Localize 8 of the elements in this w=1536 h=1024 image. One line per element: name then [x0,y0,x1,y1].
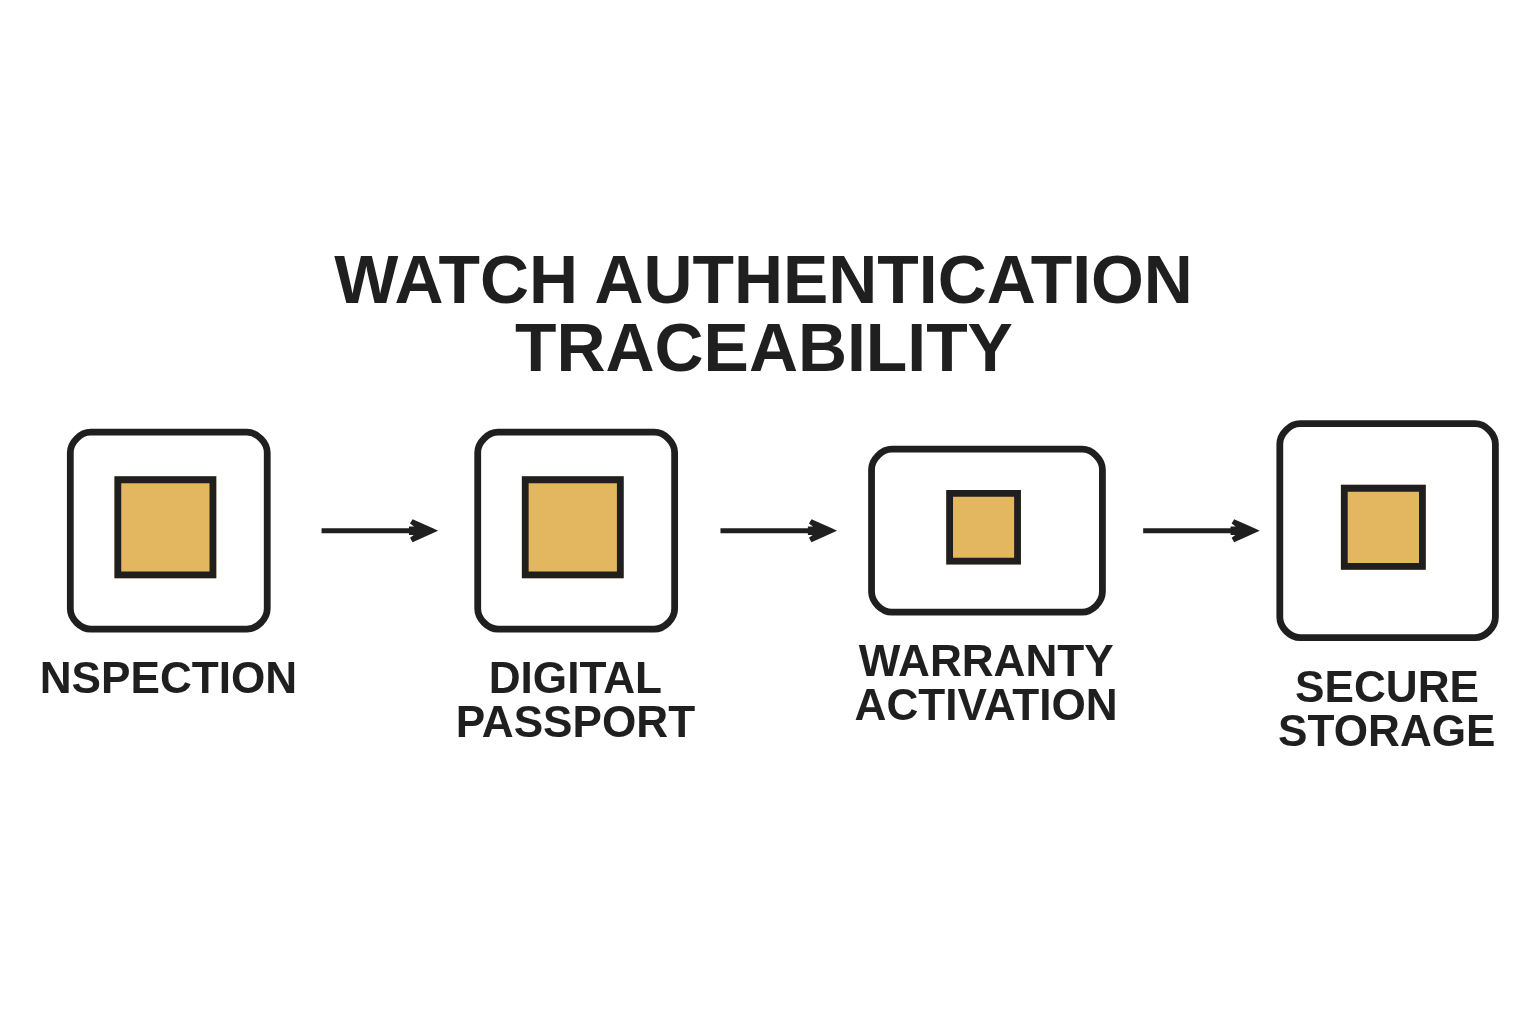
node-label: NSPECTION [39,653,298,703]
diagram-title: WATCH AUTHENTICATION TRACEABILITY [334,242,1193,386]
arrow [720,518,834,543]
node-label: SECURE STORAGE [1278,661,1496,755]
node-label: DIGITAL PASSPORT [455,653,696,747]
node-label: WARRANTY ACTIVATION [854,636,1118,730]
arrow [321,518,435,543]
arrow [1143,518,1257,543]
